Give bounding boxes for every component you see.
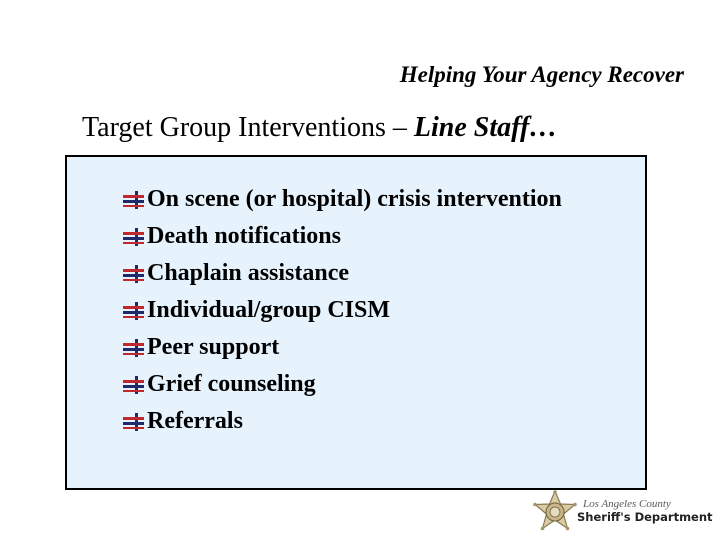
bullet-item: On scene (or hospital) crisis interventi… [121,181,562,218]
stacked-bar-bullet-icon [123,190,144,209]
logo-county-text: Los Angeles County [583,498,671,510]
bullet-item: Grief counseling [121,366,562,403]
bullet-text: On scene (or hospital) crisis interventi… [147,186,562,212]
logo-department-text: Sheriff's Department [577,510,713,524]
content-box: On scene (or hospital) crisis interventi… [65,155,647,490]
bullet-item: Peer support [121,329,562,366]
slide-title-prefix: Target Group Interventions – [82,112,414,143]
bullet-text: Chaplain assistance [147,260,350,286]
bullet-text: Death notifications [147,223,341,249]
slide-title: Target Group Interventions – Line Staff… [82,112,557,144]
sheriff-star-badge-icon [533,490,577,531]
bullet-text: Individual/group CISM [147,297,390,323]
bullet-text: Peer support [147,334,280,360]
stacked-bar-bullet-icon [123,375,144,394]
stacked-bar-bullet-icon [123,227,144,246]
stacked-bar-bullet-icon [123,301,144,320]
bullet-text: Referrals [147,408,243,434]
slide-title-emphasis: Line Staff… [413,112,558,143]
bullet-item: Chaplain assistance [121,255,562,292]
header-title: Helping Your Agency Recover [399,62,684,87]
bullet-item: Individual/group CISM [121,292,562,329]
bullet-list: On scene (or hospital) crisis interventi… [121,181,562,440]
bullet-item: Death notifications [121,218,562,255]
sheriff-department-logo: Los Angeles County Sheriff's Department [530,488,720,540]
bullet-item: Referrals [121,403,562,440]
stacked-bar-bullet-icon [123,338,144,357]
stacked-bar-bullet-icon [123,264,144,283]
stacked-bar-bullet-icon [123,412,144,431]
bullet-text: Grief counseling [147,371,316,397]
